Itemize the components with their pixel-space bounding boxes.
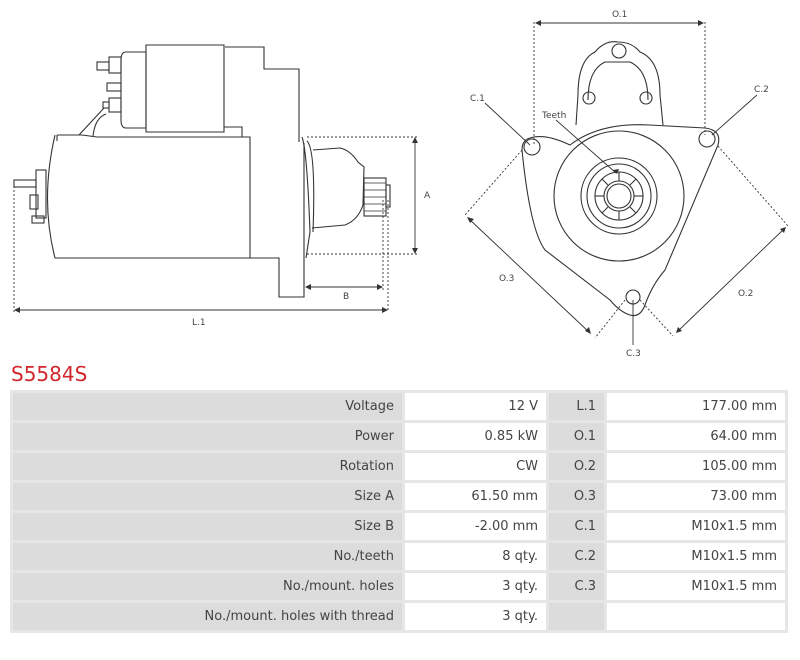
nose-housing xyxy=(311,147,365,229)
table-row: No./teeth 8 qty. C.2 M10x1.5 mm xyxy=(13,543,785,570)
spec-label: Rotation xyxy=(13,453,402,480)
front-view-drawing: O.1 O.2 O.3 C.1 C.2 C.3 Teeth xyxy=(464,10,789,359)
dim-label-c1: C.1 xyxy=(470,94,485,104)
dimension-value: M10x1.5 mm xyxy=(607,513,785,540)
dimension-code: C.3 xyxy=(549,573,604,600)
side-view-drawing: A B L.1 xyxy=(13,44,431,328)
dimension-code: L.1 xyxy=(549,393,604,420)
spec-label: Size B xyxy=(13,513,402,540)
spec-label: No./teeth xyxy=(13,543,402,570)
spec-value: 3 qty. xyxy=(405,603,546,630)
table-row: No./mount. holes 3 qty. C.3 M10x1.5 mm xyxy=(13,573,785,600)
table-row: No./mount. holes with thread 3 qty. xyxy=(13,603,785,630)
mount-hole-c2 xyxy=(698,130,716,148)
spec-value: CW xyxy=(405,453,546,480)
product-code-title: S5584S xyxy=(11,362,88,386)
table-row: Voltage 12 V L.1 177.00 mm xyxy=(13,393,785,420)
motor-body xyxy=(46,134,251,259)
mounting-flange-outline xyxy=(521,124,720,317)
dim-label-l1: L.1 xyxy=(192,318,206,328)
technical-drawings: A B L.1 xyxy=(13,10,789,359)
dimension-value: M10x1.5 mm xyxy=(607,543,785,570)
table-row: Power 0.85 kW O.1 64.00 mm xyxy=(13,423,785,450)
table-row: Size B -2.00 mm C.1 M10x1.5 mm xyxy=(13,513,785,540)
top-lug xyxy=(575,41,664,126)
spec-value: 12 V xyxy=(405,393,546,420)
spec-label: Voltage xyxy=(13,393,402,420)
spec-value: 0.85 kW xyxy=(405,423,546,450)
mounting-flange xyxy=(249,143,305,298)
spec-value: 3 qty. xyxy=(405,573,546,600)
dimension-code xyxy=(549,603,604,630)
dim-label-a: A xyxy=(424,191,431,201)
dimension-value xyxy=(607,603,785,630)
pinion-teeth xyxy=(595,172,643,220)
dimension-code: O.2 xyxy=(549,453,604,480)
solenoid-cap xyxy=(120,51,147,129)
housing-ring xyxy=(553,130,685,262)
dim-label-o1: O.1 xyxy=(612,10,627,20)
dim-label-o2: O.2 xyxy=(738,289,753,299)
spec-label: No./mount. holes with thread xyxy=(13,603,402,630)
dimension-value: 64.00 mm xyxy=(607,423,785,450)
table-row: Rotation CW O.2 105.00 mm xyxy=(13,453,785,480)
dimension-code: O.3 xyxy=(549,483,604,510)
dim-label-b: B xyxy=(343,292,349,302)
dimension-value: M10x1.5 mm xyxy=(607,573,785,600)
dimension-code: O.1 xyxy=(549,423,604,450)
spec-value: -2.00 mm xyxy=(405,513,546,540)
spec-label: No./mount. holes xyxy=(13,573,402,600)
dimension-value: 73.00 mm xyxy=(607,483,785,510)
dim-label-c2: C.2 xyxy=(754,85,769,95)
dim-label-c3: C.3 xyxy=(626,349,641,359)
specifications-table: Voltage 12 V L.1 177.00 mm Power 0.85 kW… xyxy=(10,390,788,633)
dimension-code: C.1 xyxy=(549,513,604,540)
dimension-value: 177.00 mm xyxy=(607,393,785,420)
spec-label: Power xyxy=(13,423,402,450)
dim-label-teeth: Teeth xyxy=(541,111,566,121)
mount-hole-c1 xyxy=(523,138,541,156)
spec-value: 61.50 mm xyxy=(405,483,546,510)
dim-label-o3: O.3 xyxy=(499,274,514,284)
dimension-value: 105.00 mm xyxy=(607,453,785,480)
spec-label: Size A xyxy=(13,483,402,510)
table-row: Size A 61.50 mm O.3 73.00 mm xyxy=(13,483,785,510)
dimension-code: C.2 xyxy=(549,543,604,570)
spec-value: 8 qty. xyxy=(405,543,546,570)
